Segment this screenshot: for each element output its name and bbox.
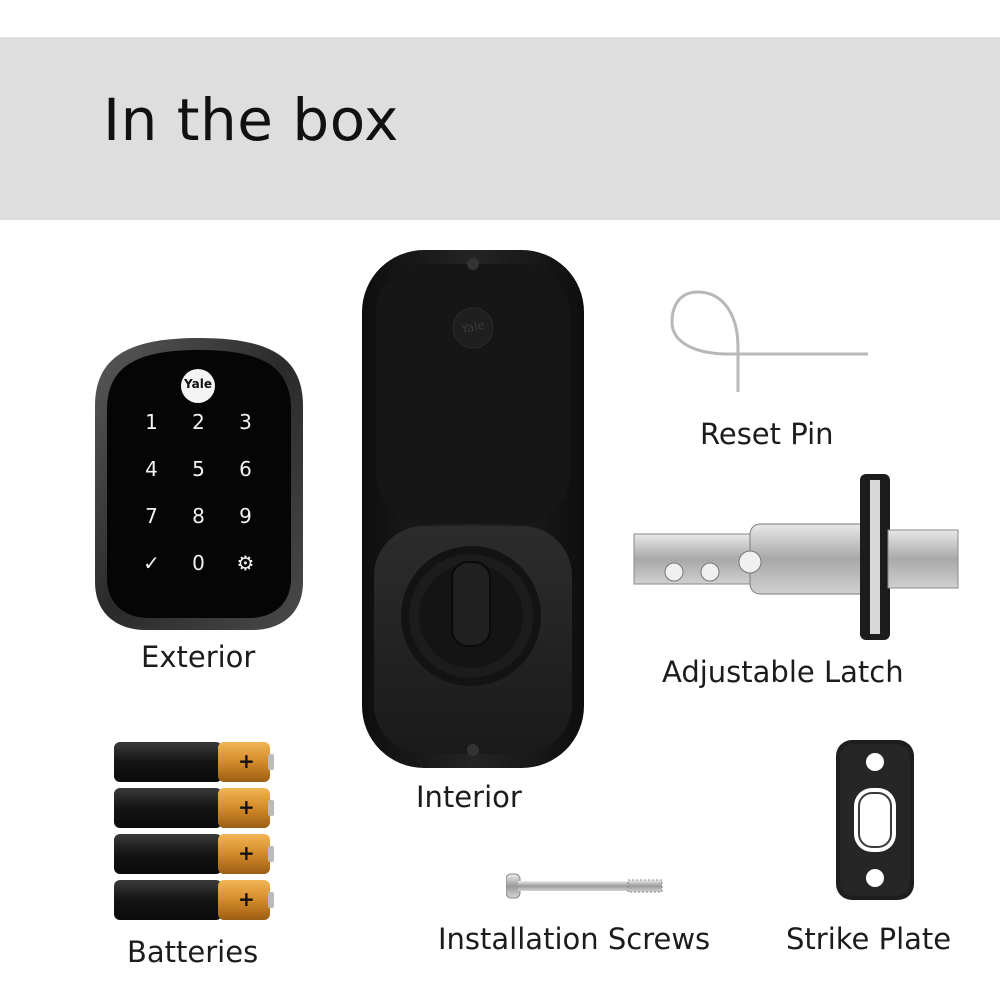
battery-plus-2: + (238, 795, 255, 819)
battery-plus-4: + (238, 887, 255, 911)
installation-screws-label: Installation Screws (438, 922, 711, 956)
key-0[interactable]: 0 (192, 551, 205, 575)
exterior-label: Exterior (141, 640, 256, 674)
strike-plate-label: Strike Plate (786, 922, 952, 956)
key-4[interactable]: 4 (145, 457, 158, 481)
batteries-image (114, 740, 276, 930)
battery-plus-1: + (238, 749, 255, 773)
key-6[interactable]: 6 (239, 457, 252, 481)
key-7[interactable]: 7 (145, 504, 158, 528)
exterior-keypad-image (93, 336, 305, 632)
interior-lock-image (360, 248, 586, 770)
key-1[interactable]: 1 (145, 410, 158, 434)
page-title: In the box (103, 86, 399, 154)
header-band (0, 37, 1000, 220)
batteries-label: Batteries (127, 935, 259, 969)
keypad-grid: 1 2 3 4 5 6 7 8 9 ✓ 0 ⚙ (128, 407, 270, 595)
yale-logo (180, 368, 216, 404)
yale-logo-text: Yale (184, 377, 212, 391)
battery-plus-3: + (238, 841, 255, 865)
key-check-icon[interactable]: ✓ (143, 551, 160, 575)
key-5[interactable]: 5 (192, 457, 205, 481)
key-3[interactable]: 3 (239, 410, 252, 434)
reset-pin-label: Reset Pin (700, 417, 834, 451)
key-9[interactable]: 9 (239, 504, 252, 528)
adjustable-latch-image (630, 472, 962, 642)
interior-label: Interior (416, 780, 522, 814)
strike-plate-image (834, 738, 916, 902)
key-8[interactable]: 8 (192, 504, 205, 528)
key-2[interactable]: 2 (192, 410, 205, 434)
key-gear-icon[interactable]: ⚙ (236, 551, 255, 575)
reset-pin-image (668, 288, 872, 396)
installation-screw-image (506, 872, 664, 900)
adjustable-latch-label: Adjustable Latch (662, 655, 904, 689)
